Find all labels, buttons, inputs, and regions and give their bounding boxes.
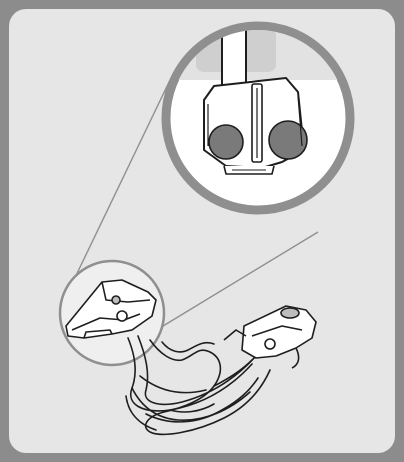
- left-magnet: [209, 125, 243, 159]
